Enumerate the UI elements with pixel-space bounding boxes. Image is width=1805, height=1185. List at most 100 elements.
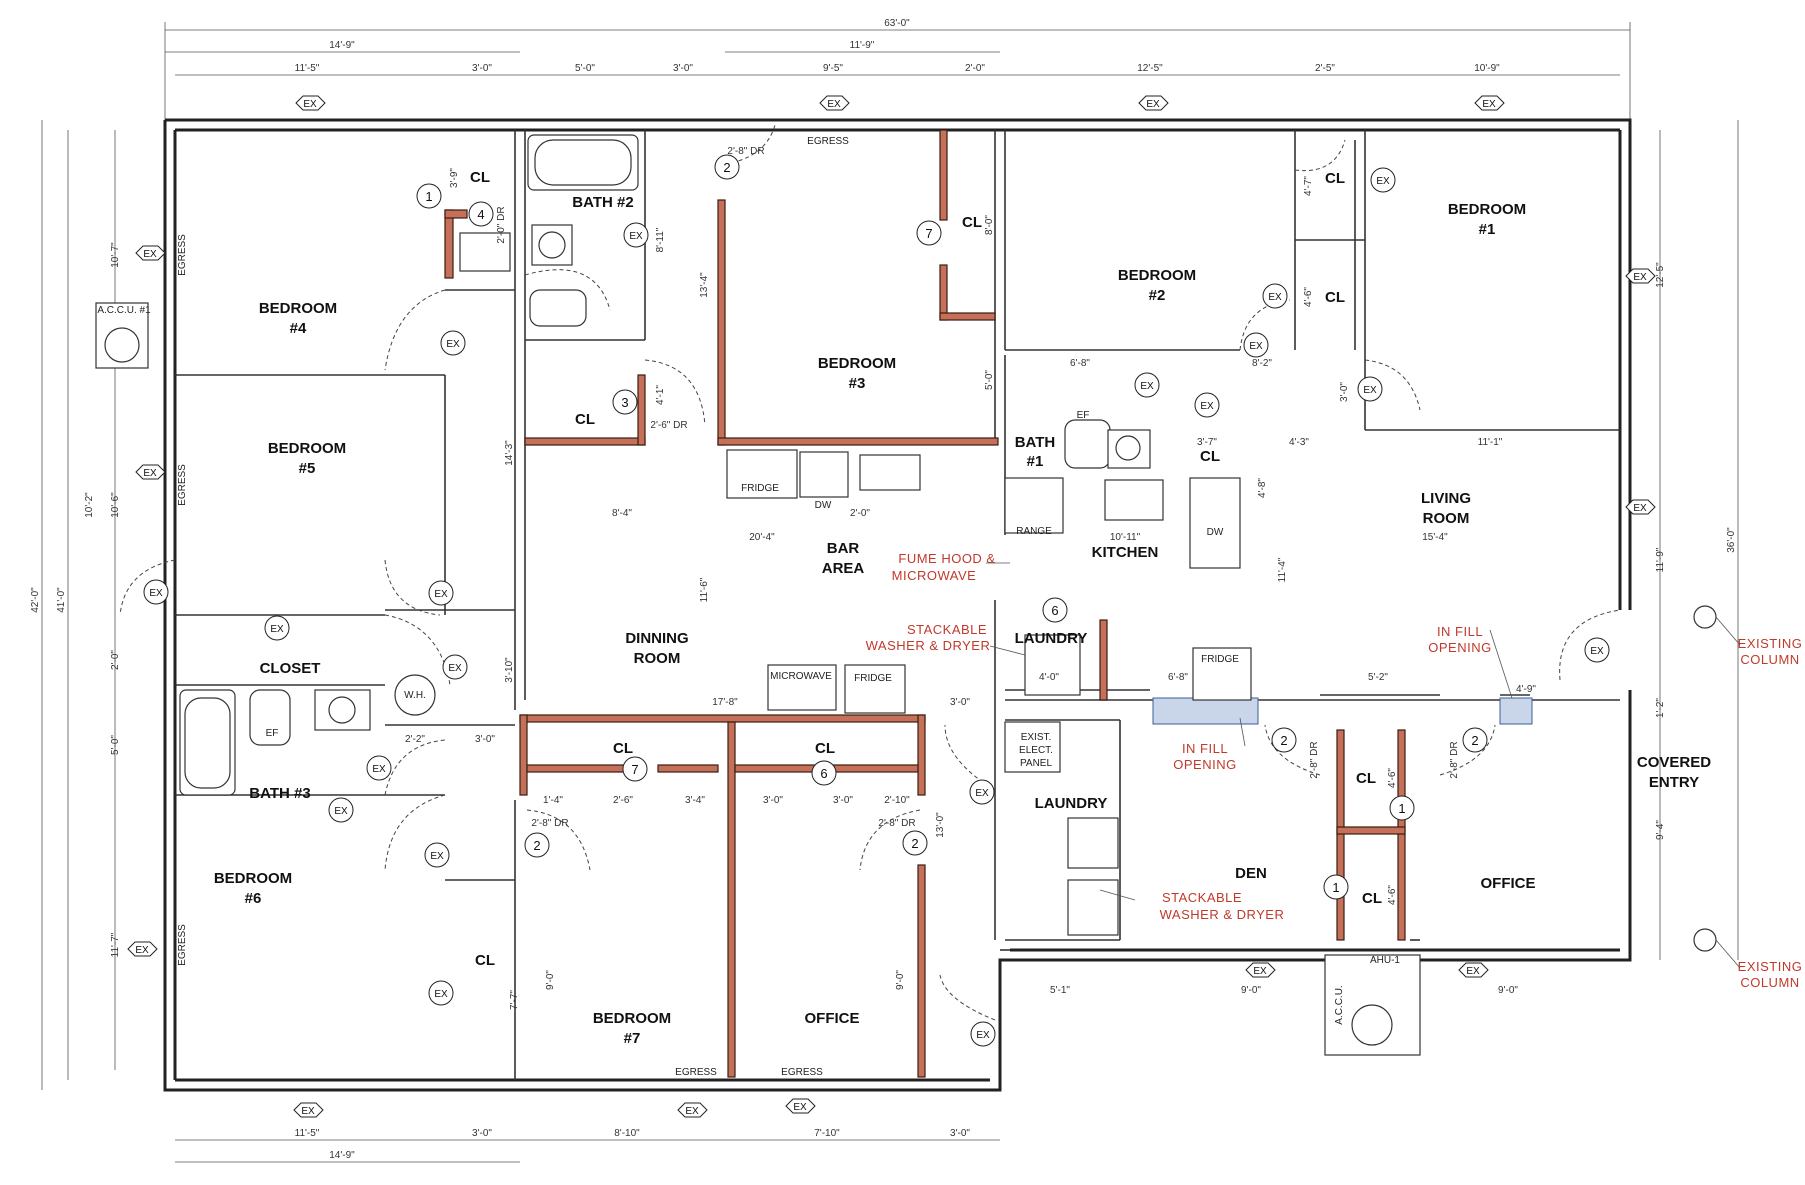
dim-interior: 13'-4"	[699, 272, 710, 298]
closet-label: CL	[815, 740, 835, 757]
room-label: BEDROOM	[1118, 267, 1196, 284]
dim-top: 2'-0"	[965, 63, 985, 74]
ex-tag: EX	[135, 245, 166, 261]
egress-label: EGRESS	[781, 1067, 823, 1078]
elect-panel-label: ELECT.	[1019, 745, 1053, 756]
dim-interior: 4'-7"	[1303, 176, 1314, 196]
egress-label: EGRESS	[675, 1067, 717, 1078]
ex-tag: EX	[677, 1102, 708, 1118]
svg-text:3: 3	[621, 395, 628, 410]
svg-text:EX: EX	[143, 468, 157, 479]
room-label: BEDROOM	[593, 1010, 671, 1027]
svg-text:2: 2	[911, 836, 918, 851]
toilet-icon	[249, 689, 291, 746]
electrical-panel-icon	[1004, 721, 1061, 773]
room-label: DINNING	[625, 630, 688, 647]
toilet-icon	[1064, 419, 1111, 469]
elect-panel-label: EXIST.	[1021, 732, 1052, 743]
dim-interior: 9'-0"	[1498, 985, 1518, 996]
accu-label: A.C.C.U. #1	[97, 305, 151, 316]
ex-tag: EX	[428, 580, 454, 606]
ex-tag: EX	[1370, 167, 1396, 193]
stackable-note: STACKABLE	[1162, 890, 1242, 905]
fridge-icon	[1192, 647, 1252, 701]
svg-text:6: 6	[1051, 603, 1058, 618]
svg-text:EX: EX	[1633, 503, 1647, 514]
dim-bottom: 7'-10"	[814, 1128, 840, 1139]
dim-interior: 9'-0"	[1241, 985, 1261, 996]
dim-interior: 1'-4"	[543, 795, 563, 806]
dim-interior: 3'-0"	[763, 795, 783, 806]
svg-text:EX: EX	[1482, 99, 1496, 110]
infill-leader	[1239, 717, 1246, 747]
svg-text:EX: EX	[135, 945, 149, 956]
dim-interior: 2'-8" DR	[727, 146, 764, 157]
dim-interior: 4'-6"	[1387, 885, 1398, 905]
svg-text:1: 1	[425, 189, 432, 204]
dim-top: 3'-0"	[472, 63, 492, 74]
closet-label: CL	[475, 952, 495, 969]
ex-tag: EX	[328, 797, 354, 823]
svg-text:EX: EX	[1376, 176, 1390, 187]
fixture-labels: FRIDGE DW RANGE DW MICROWAVE FRIDGE FRID…	[97, 136, 1400, 1078]
dim-interior: 4'-6"	[1387, 768, 1398, 788]
svg-text:EX: EX	[827, 99, 841, 110]
dim-interior: 2'-8" DR	[878, 818, 915, 829]
closet-label: CL	[1325, 289, 1345, 306]
dim-interior: 3'-0"	[475, 734, 495, 745]
svg-text:7: 7	[925, 226, 932, 241]
dim-overall-width: 63'-0"	[884, 18, 910, 29]
exhaust-fan-label: EF	[1077, 410, 1090, 421]
ex-tag: EX	[1458, 962, 1489, 978]
door-tag: 2	[1271, 727, 1297, 753]
ahu-label: AHU-1	[1370, 955, 1400, 966]
stackable-note: WASHER & DRYER	[1160, 907, 1285, 922]
ex-tag: EX	[1357, 376, 1383, 402]
dim-right: 9'-4"	[1655, 820, 1666, 840]
dim-left: 10'-6"	[110, 492, 121, 518]
ex-tag: EX	[1625, 499, 1656, 515]
room-label: BEDROOM	[214, 870, 292, 887]
water-heater-icon	[394, 674, 436, 716]
dim-left: 10'-7"	[110, 242, 121, 268]
room-label: #4	[290, 320, 307, 337]
dim-left: 5'-0"	[110, 735, 121, 755]
svg-text:2: 2	[723, 160, 730, 175]
water-heater-label: W.H.	[404, 690, 426, 701]
ex-tag: EX	[1584, 637, 1610, 663]
shower-icon	[459, 232, 511, 272]
dim-top: 11'-9"	[850, 40, 875, 51]
svg-text:EX: EX	[143, 249, 157, 260]
room-label: BEDROOM	[818, 355, 896, 372]
door-tag: 3	[612, 389, 638, 415]
dim-interior: 3'-0"	[950, 697, 970, 708]
existing-column-icon	[1693, 928, 1717, 952]
door-tag: 2	[524, 832, 550, 858]
ex-tag: EX	[366, 755, 392, 781]
room-label: DEN	[1235, 865, 1267, 882]
closet-labels: CL CL CL CL CL CL CL CL CL CL CL	[470, 169, 1382, 969]
room-label: OFFICE	[1481, 875, 1536, 892]
room-label: #1	[1027, 453, 1044, 470]
svg-text:EX: EX	[1363, 385, 1377, 396]
svg-text:EX: EX	[685, 1106, 699, 1117]
dishwasher-icon	[799, 451, 849, 498]
dim-interior: 2'-2"	[405, 734, 425, 745]
dim-interior: 3'-7"	[1197, 437, 1217, 448]
dim-left: 11'-7"	[110, 932, 121, 957]
svg-text:EX: EX	[1466, 966, 1480, 977]
dim-interior: 13'-0"	[935, 812, 946, 838]
dim-interior: 17'-8"	[712, 697, 738, 708]
ex-tag: EX	[785, 1098, 816, 1114]
dim-interior: 4'-9"	[1516, 684, 1536, 695]
room-label: BATH #2	[572, 194, 633, 211]
ex-tag: EX	[969, 779, 995, 805]
door-tag: 2	[714, 154, 740, 180]
svg-text:EX: EX	[448, 663, 462, 674]
dim-left: 10'-2"	[84, 492, 95, 518]
closet-label: CL	[575, 411, 595, 428]
dim-bottom: 14'-9"	[329, 1150, 355, 1161]
svg-text:EX: EX	[1140, 381, 1154, 392]
range-icon	[1004, 477, 1064, 534]
room-label: #7	[624, 1030, 641, 1047]
